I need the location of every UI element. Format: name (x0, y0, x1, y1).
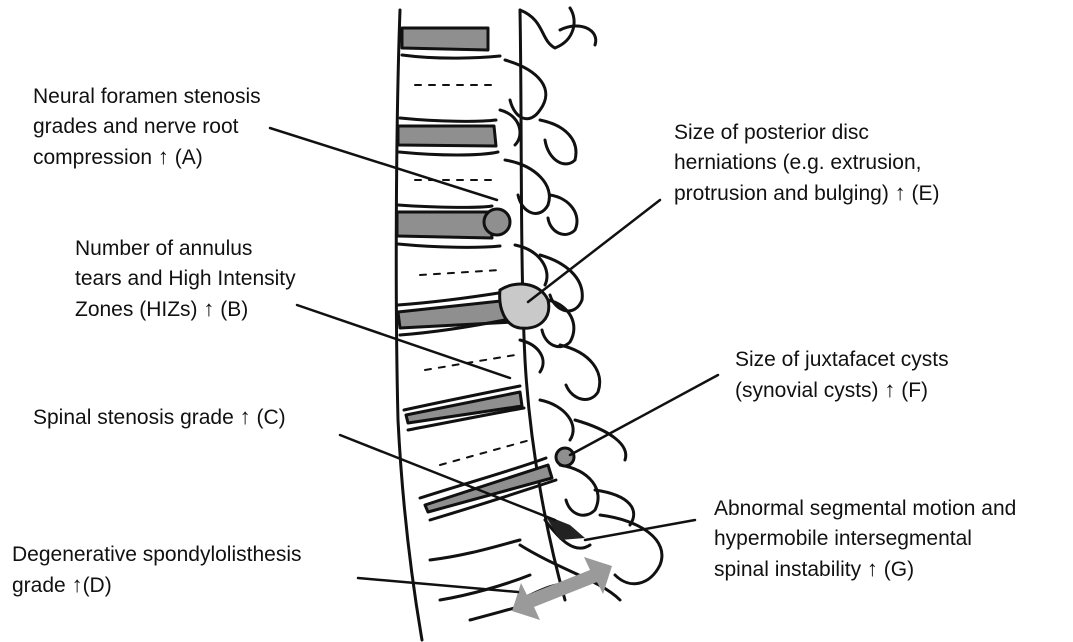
label-a-line1: Neural foramen stenosis (33, 82, 261, 112)
up-arrow-icon: ↑ (240, 402, 251, 432)
label-e-line3: protrusion and bulging) (674, 182, 889, 205)
leader-line-g (585, 520, 695, 540)
label-g-line2: hypermobile intersegmental (714, 524, 1016, 554)
leader-line-d (358, 578, 518, 592)
label-g: Abnormal segmental motion and hypermobil… (714, 494, 1016, 585)
leader-line-f (570, 375, 718, 455)
label-e: Size of posterior disc herniations (e.g.… (674, 118, 940, 209)
label-d-suffix: (D) (83, 574, 112, 597)
label-b-suffix: (B) (220, 298, 248, 321)
label-g-suffix: (G) (884, 558, 914, 581)
label-c: Spinal stenosis grade ↑ (C) (33, 402, 286, 433)
label-d-line1: Degenerative spondylolisthesis (12, 540, 302, 570)
up-arrow-icon: ↑ (158, 142, 169, 172)
label-f-suffix: (F) (901, 379, 928, 402)
label-e-line1: Size of posterior disc (674, 118, 940, 148)
synovial-cyst-marker (556, 448, 574, 466)
up-arrow-icon: ↑ (895, 178, 906, 208)
disc-l3 (397, 212, 492, 238)
label-d-line2: grade (12, 574, 66, 597)
up-arrow-icon: ↑ (884, 375, 895, 405)
label-b-line1: Number of annulus (75, 234, 296, 264)
label-f-line2: (synovial cysts) (735, 379, 879, 402)
label-a: Neural foramen stenosis grades and nerve… (33, 82, 261, 173)
label-a-line3: compression (33, 146, 152, 169)
label-c-line1: Spinal stenosis grade (33, 406, 234, 429)
label-b: Number of annulus tears and High Intensi… (75, 234, 296, 325)
label-a-line2: grades and nerve root (33, 112, 261, 142)
label-d: Degenerative spondylolisthesis grade ↑(D… (12, 540, 302, 601)
label-g-line3: spinal instability (714, 558, 861, 581)
disc-l1 (402, 28, 488, 50)
label-f: Size of juxtafacet cysts (synovial cysts… (735, 345, 949, 406)
up-arrow-icon: ↑ (203, 294, 214, 324)
label-c-suffix: (C) (256, 406, 285, 429)
leader-line-e (528, 200, 660, 302)
label-b-line2: tears and High Intensity (75, 264, 296, 294)
foramen-stenosis-marker (484, 209, 510, 235)
label-e-line2: herniations (e.g. extrusion, (674, 148, 940, 178)
label-a-suffix: (A) (175, 146, 203, 169)
label-b-line3: Zones (HIZs) (75, 298, 198, 321)
label-e-suffix: (E) (912, 182, 940, 205)
disc-l2 (398, 126, 496, 146)
label-g-line1: Abnormal segmental motion and (714, 494, 1016, 524)
up-arrow-icon: ↑ (72, 570, 83, 600)
up-arrow-icon: ↑ (867, 554, 878, 584)
label-f-line1: Size of juxtafacet cysts (735, 345, 949, 375)
